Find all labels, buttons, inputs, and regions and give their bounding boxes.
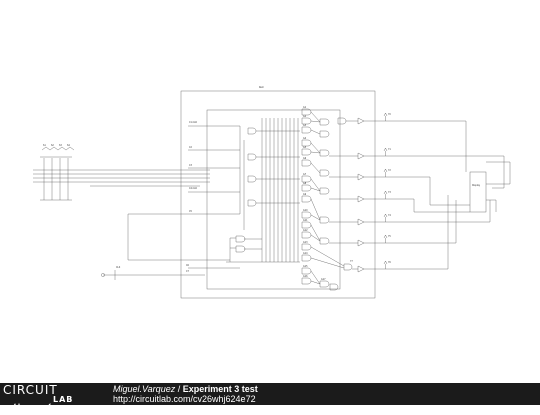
- bus-label-6: C6: [186, 264, 190, 267]
- logo-text-bottom: LAB: [53, 395, 74, 404]
- or-gate-column[interactable]: [310, 111, 353, 291]
- gate-label-2: G2: [303, 115, 307, 118]
- subcircuit-block[interactable]: [180, 90, 376, 299]
- bus-label-7: C7: [186, 270, 190, 273]
- gate-label-6: G6: [303, 157, 307, 160]
- clock-source[interactable]: [101, 213, 230, 280]
- gate-label-16: G16: [303, 275, 308, 278]
- footer-bar: CIRCUIT LAB Miguel.Varquez / Experiment …: [0, 383, 540, 412]
- gate-label-14: G14: [303, 252, 308, 255]
- inner-panel: [206, 109, 341, 290]
- logo-text-bottom-wrap: LAB: [3, 395, 95, 412]
- switch-label-2: S2: [51, 144, 54, 147]
- switch-cluster[interactable]: [33, 146, 90, 201]
- logo-waveform-icon: [3, 402, 51, 412]
- left-stage-gates[interactable]: [226, 127, 300, 263]
- output-probes[interactable]: [383, 112, 388, 269]
- gate-label-12: G12: [303, 229, 308, 232]
- probe-label-4: Y4: [388, 214, 391, 217]
- probe-label-5: Y5: [388, 235, 391, 238]
- gate-label-10: G10: [303, 209, 308, 212]
- gate-label-4: G4: [303, 137, 307, 140]
- gate-column[interactable]: [301, 108, 312, 285]
- gate-label-8: G8: [303, 182, 307, 185]
- circuit-url[interactable]: http://circuitlab.com/cv26whj624e72: [113, 394, 256, 404]
- input-bus: [90, 125, 240, 269]
- schematic-canvas[interactable]: Rem C1.CLR C2 C3 C4.CLR C5 C6 C7 Display…: [0, 0, 540, 383]
- seven-segment-display[interactable]: [469, 171, 487, 213]
- gate-label-13: G13: [303, 241, 308, 244]
- circuitlab-logo[interactable]: CIRCUIT LAB: [3, 383, 103, 412]
- clock-label: CLK: [116, 266, 121, 269]
- switch-label-4: S4: [67, 144, 70, 147]
- switch-label-1: S1: [43, 144, 46, 147]
- gate-label-3: G3: [303, 124, 307, 127]
- probe-label-6: Y6: [388, 261, 391, 264]
- bus-label-2: C2: [189, 146, 193, 149]
- probe-label-1: Y1: [388, 148, 391, 151]
- gate-label-1: G1: [303, 106, 307, 109]
- output-buffers[interactable]: [329, 117, 365, 273]
- logo-text-top: CIRCUIT: [3, 383, 58, 397]
- display-label: Display: [472, 184, 481, 187]
- meta-separator: /: [175, 384, 183, 394]
- circuit-title[interactable]: Experiment 3 test: [182, 384, 258, 394]
- output-lines: [364, 120, 511, 270]
- internal-bus: [239, 118, 299, 262]
- bus-label-3: C3: [189, 164, 193, 167]
- bus-label-4: C4.CLR: [189, 187, 197, 190]
- bus-label-5: C5: [189, 210, 193, 213]
- author-name[interactable]: Miguel.Varquez: [113, 384, 176, 394]
- probe-label-7: Y7: [350, 260, 353, 263]
- probe-label-3: Y3: [388, 191, 391, 194]
- switch-label-3: S3: [59, 144, 62, 147]
- probe-label-2: Y2: [388, 169, 391, 172]
- gate-label-7: G7: [303, 173, 307, 176]
- probe-label-0: Y0: [388, 113, 391, 116]
- gate-label-5: G5: [303, 146, 307, 149]
- gate-label-17: G17: [321, 278, 326, 281]
- bus-label-1: C1.CLR: [189, 121, 197, 124]
- gate-label-9: G9: [303, 193, 307, 196]
- gate-label-15: G15: [303, 265, 308, 268]
- circuit-meta: Miguel.Varquez / Experiment 3 test http:…: [113, 384, 258, 404]
- block-title: Rem: [259, 86, 264, 89]
- gate-label-11: G11: [303, 219, 308, 222]
